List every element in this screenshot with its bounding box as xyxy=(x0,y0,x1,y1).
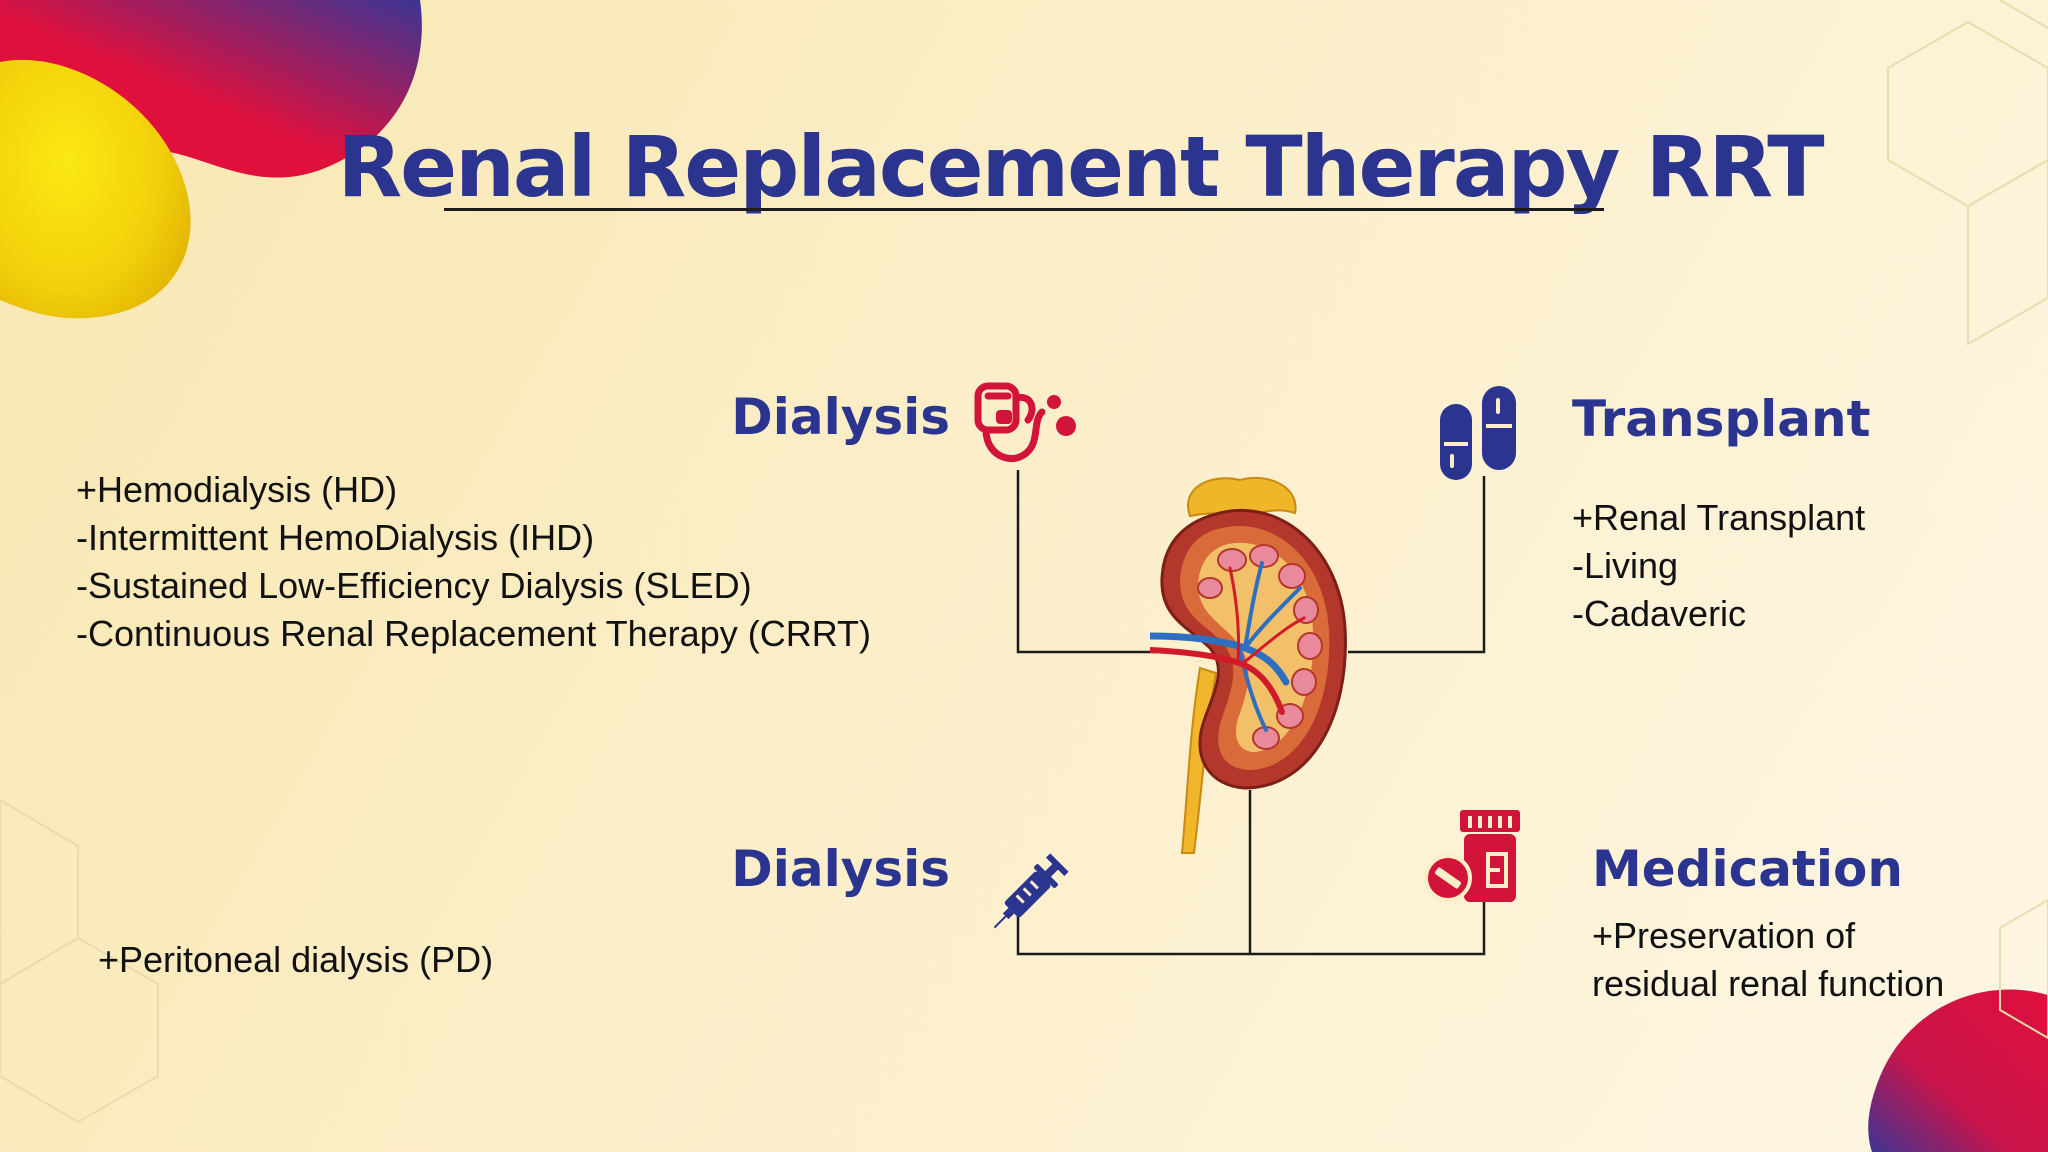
list-item: -Intermittent HemoDialysis (IHD) xyxy=(76,517,595,558)
list-item: +Hemodialysis (HD) xyxy=(76,469,398,510)
dialysis-hd-list: +Hemodialysis (HD) -Intermittent HemoDia… xyxy=(76,466,871,658)
bottom-right-blob xyxy=(1868,989,2048,1152)
transplant-list: +Renal Transplant -Living -Cadaveric xyxy=(1572,494,1865,638)
kidney-illustration xyxy=(1150,476,1347,854)
medicine-bottle-icon xyxy=(1424,810,1520,902)
connector-top-right xyxy=(1348,476,1486,654)
list-item: -Living xyxy=(1572,545,1679,586)
yellow-blob xyxy=(0,59,191,319)
dialysis-heading-bottom: Dialysis xyxy=(731,840,950,898)
list-item: -Sustained Low-Efficiency Dialysis (SLED… xyxy=(76,565,752,606)
list-item: residual renal function xyxy=(1592,963,1945,1004)
peritoneal-list: +Peritoneal dialysis (PD) xyxy=(98,936,493,984)
list-item: +Peritoneal dialysis (PD) xyxy=(98,939,494,980)
connector-top-left xyxy=(1016,470,1180,654)
medication-list: +Preservation of residual renal function xyxy=(1592,912,1944,1008)
dialysis-heading-top: Dialysis xyxy=(731,388,950,446)
syringe-icon xyxy=(993,853,1069,929)
list-item: +Renal Transplant xyxy=(1572,497,1866,538)
page-title: Renal Replacement Therapy RRT xyxy=(337,118,1824,216)
stethoscope-icon xyxy=(974,382,1076,462)
capsules-icon xyxy=(1440,386,1516,480)
list-item: +Preservation of xyxy=(1592,915,1856,956)
list-item: -Continuous Renal Replacement Therapy (C… xyxy=(76,613,872,654)
medication-heading: Medication xyxy=(1592,840,1903,898)
transplant-heading: Transplant xyxy=(1572,390,1871,448)
title-underline xyxy=(444,208,1604,211)
list-item: -Cadaveric xyxy=(1572,593,1747,634)
hexagon-pattern xyxy=(0,0,2048,1124)
